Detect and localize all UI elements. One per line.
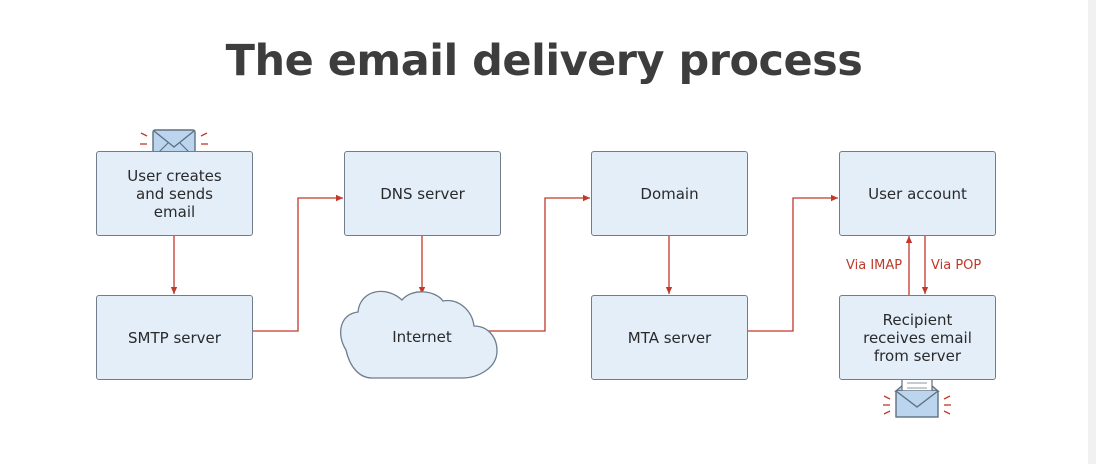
node-mta-server: MTA server [591,295,748,380]
node-internet: Internet [392,328,452,346]
node-user-creates: User creates and sends email [96,151,253,236]
node-user-account: User account [839,151,996,236]
label-via-imap: Via IMAP [846,258,903,273]
node-dns-server: DNS server [344,151,501,236]
internet-cloud [340,290,498,379]
label-via-pop: Via POP [931,258,982,273]
open-envelope-icon [883,372,951,418]
node-line: Domain [640,184,699,203]
node-line: email [153,202,196,221]
node-line: SMTP server [128,328,221,347]
node-domain: Domain [591,151,748,236]
node-line: receives email [863,328,972,347]
node-line: DNS server [380,184,465,203]
node-line: Recipient [882,310,953,329]
arrow-smtp-to-dns [252,194,343,332]
node-line: and sends [136,184,213,203]
page-title: The email delivery process [225,36,863,86]
node-smtp-server: SMTP server [96,295,253,380]
node-line: from server [873,346,962,365]
node-line: User account [868,184,967,203]
right-edge-strip [1088,0,1096,464]
arrow-mta-to-useraccount [747,194,838,332]
node-recipient: Recipient receives email from server [839,295,996,380]
arrow-internet-to-domain [476,194,590,332]
node-line: User creates [127,166,222,185]
node-line: MTA server [627,328,712,347]
